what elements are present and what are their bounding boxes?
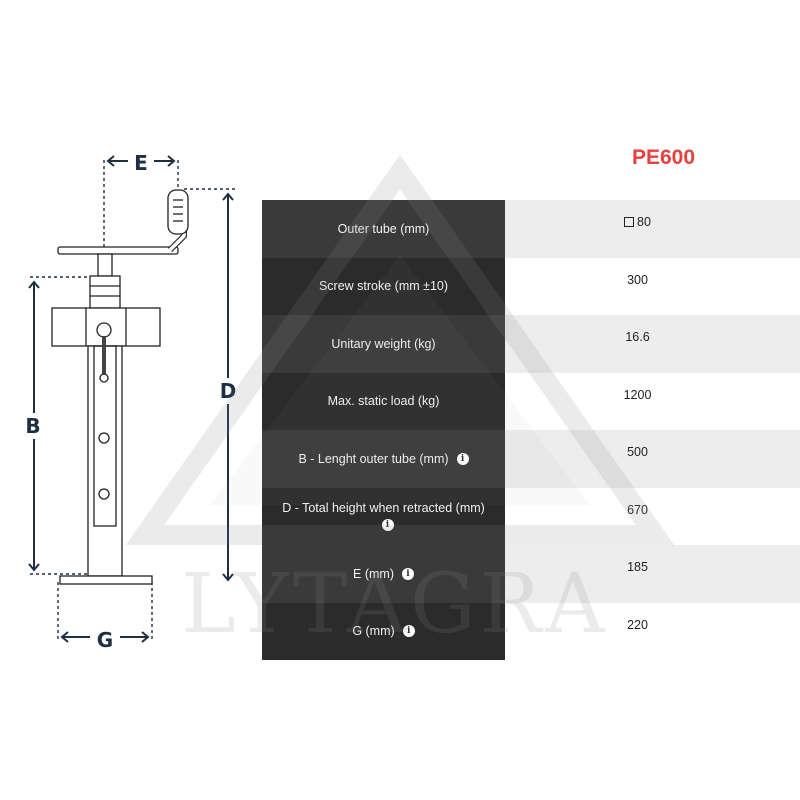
spec-value: 300: [505, 257, 800, 315]
dimension-label-d: D: [220, 379, 237, 403]
spec-label-text: Screw stroke (mm ±10): [318, 279, 449, 294]
spec-row: Unitary weight (kg) 16.6: [262, 315, 800, 373]
dimension-g: G: [57, 582, 153, 652]
spec-label: Max. static load (kg): [262, 372, 505, 430]
spec-row: B - Lenght outer tube (mm) i 500: [262, 430, 800, 488]
info-icon[interactable]: i: [456, 452, 469, 465]
jack-stand-drawing: E D B G: [22, 151, 239, 652]
spec-value-text: 80: [637, 215, 651, 229]
spec-row: Outer tube (mm) 80: [262, 200, 800, 258]
spec-value: 1200: [505, 372, 800, 430]
dimension-label-b: B: [25, 414, 40, 438]
spec-label-text: E (mm): [353, 566, 394, 581]
dimension-label-g: G: [97, 628, 113, 652]
spec-row: E (mm) i 185: [262, 545, 800, 603]
dimension-e: E: [103, 151, 179, 248]
spec-label: E (mm) i: [262, 545, 505, 603]
spec-table: Outer tube (mm) 80 Screw stroke (mm ±10)…: [262, 200, 800, 660]
spec-value: 185: [505, 545, 800, 603]
info-icon[interactable]: i: [402, 625, 415, 638]
spec-row: D - Total height when retracted (mm) i 67…: [262, 487, 800, 545]
spec-label-text: Outer tube (mm): [337, 221, 430, 236]
spec-row: Screw stroke (mm ±10) 300: [262, 257, 800, 315]
model-title: PE600: [631, 146, 696, 169]
jack-stand: [51, 189, 189, 585]
spec-label: B - Lenght outer tube (mm) i: [262, 430, 505, 488]
info-icon[interactable]: i: [401, 567, 414, 580]
spec-value: 16.6: [505, 315, 800, 373]
spec-label-text: B - Lenght outer tube (mm): [298, 451, 449, 466]
spec-value: 220: [505, 602, 800, 660]
spec-label: Unitary weight (kg): [262, 315, 505, 373]
spec-label-text: D - Total height when retracted (mm) i: [276, 500, 491, 532]
spec-value: 500: [505, 430, 800, 488]
info-icon[interactable]: i: [381, 518, 394, 531]
dimension-label-e: E: [134, 151, 148, 175]
spec-label: Screw stroke (mm ±10): [262, 257, 505, 315]
spec-value: 670: [505, 487, 800, 545]
square-icon: [624, 217, 635, 227]
dimension-b: B: [22, 276, 96, 575]
spec-label-text: G (mm): [352, 624, 395, 639]
spec-value: 80: [505, 200, 800, 258]
spec-label: D - Total height when retracted (mm) i: [262, 487, 505, 545]
spec-label: Outer tube (mm): [262, 200, 505, 258]
spec-label-text: Unitary weight (kg): [331, 336, 436, 351]
spec-row: Max. static load (kg) 1200: [262, 372, 800, 430]
dimension-d: D: [184, 188, 239, 582]
spec-row: G (mm) i 220: [262, 602, 800, 660]
spec-label-inner: D - Total height when retracted (mm): [282, 501, 485, 516]
spec-label: G (mm) i: [262, 602, 505, 660]
spec-label-text: Max. static load (kg): [327, 394, 440, 409]
